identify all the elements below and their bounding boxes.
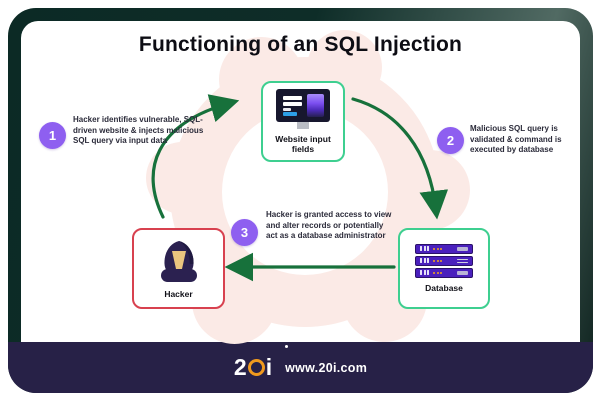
input-field-bar — [283, 101, 302, 106]
step-3-text: Hacker is granted access to view and alt… — [266, 210, 392, 241]
input-field-bar — [283, 95, 302, 100]
step-1-text: Hacker identifies vulnerable, SQL-driven… — [73, 115, 204, 146]
server-stack-icon — [415, 243, 473, 278]
footer-bar: 2 i www.20i.com — [8, 342, 593, 393]
screen-image-panel — [307, 93, 324, 117]
step-2-text: Malicious SQL query is validated & comma… — [470, 124, 562, 155]
monitor-screen — [276, 88, 330, 122]
arrow-hacker-to-website — [151, 94, 240, 219]
monitor-stand — [297, 120, 309, 129]
logo-tm-dot — [285, 345, 289, 348]
node-hacker: Hacker — [132, 228, 225, 309]
server-unit — [415, 255, 473, 266]
20i-logo: 2 i — [233, 345, 289, 380]
logo-zero-ring-icon — [247, 359, 265, 376]
input-field-bar — [283, 108, 291, 111]
monitor-with-input-fields-icon — [276, 88, 330, 129]
hooded-hacker-icon — [160, 240, 197, 282]
page-title: Functioning of an SQL Injection — [138, 33, 463, 56]
submit-button-bar — [283, 112, 297, 116]
step-1-badge: 1 — [39, 122, 66, 149]
step-3-badge: 3 — [231, 219, 258, 246]
arrow-website-to-database — [351, 97, 449, 220]
node-label-database: Database — [425, 282, 463, 293]
step-2-badge: 2 — [437, 127, 464, 154]
logo-letter-i: i — [266, 345, 289, 379]
node-website-input-fields: Website input fields — [261, 81, 345, 162]
logo-digit-2: 2 — [233, 354, 247, 380]
node-label-website: Website input fields — [275, 133, 331, 154]
server-unit — [415, 267, 473, 278]
node-label-hacker: Hacker — [164, 288, 193, 299]
footer-url: www.20i.com — [285, 360, 368, 375]
server-unit — [415, 243, 473, 254]
node-database: Database — [398, 228, 490, 309]
